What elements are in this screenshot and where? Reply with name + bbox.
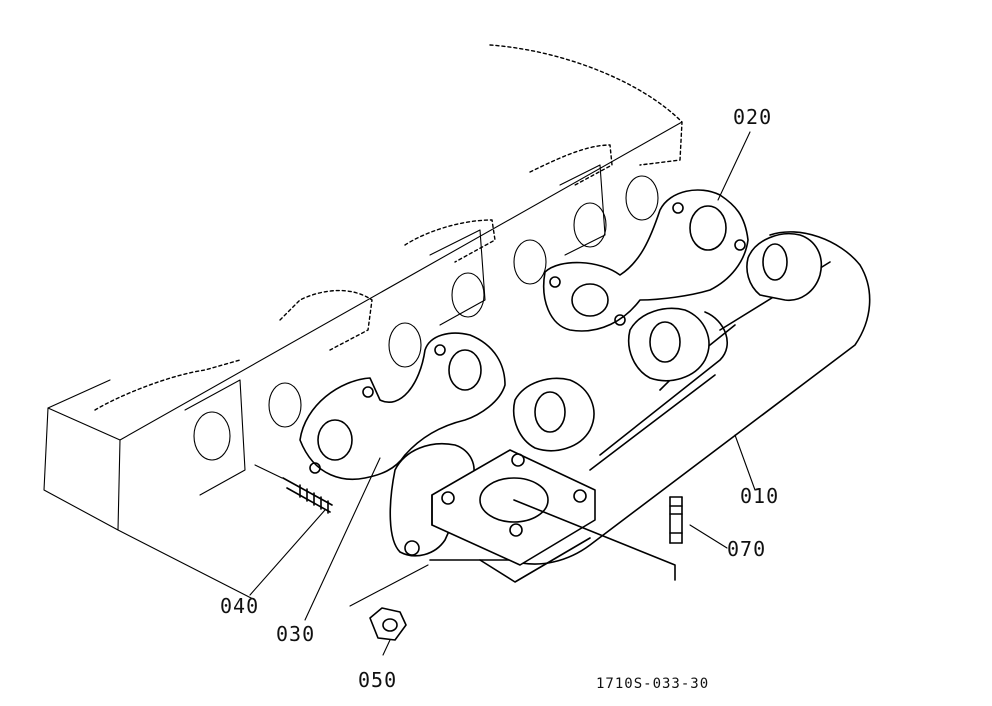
nut-050 [349, 564, 429, 641]
gasket-upper [543, 189, 749, 332]
part-label-050: 050 [358, 668, 397, 692]
part-label-010: 010 [740, 484, 779, 508]
stud-040 [254, 464, 333, 514]
cylinder-head [43, 44, 683, 601]
part-label-070: 070 [727, 537, 766, 561]
drawing-code: 1710S-033-30 [596, 676, 709, 692]
part-label-040: 040 [220, 594, 259, 618]
exhaust-manifold [389, 231, 871, 583]
part-label-020: 020 [733, 105, 772, 129]
stud-070 [669, 496, 683, 544]
leader-lines [249, 131, 756, 656]
gasket-lower [299, 332, 506, 481]
part-label-030: 030 [276, 622, 315, 646]
